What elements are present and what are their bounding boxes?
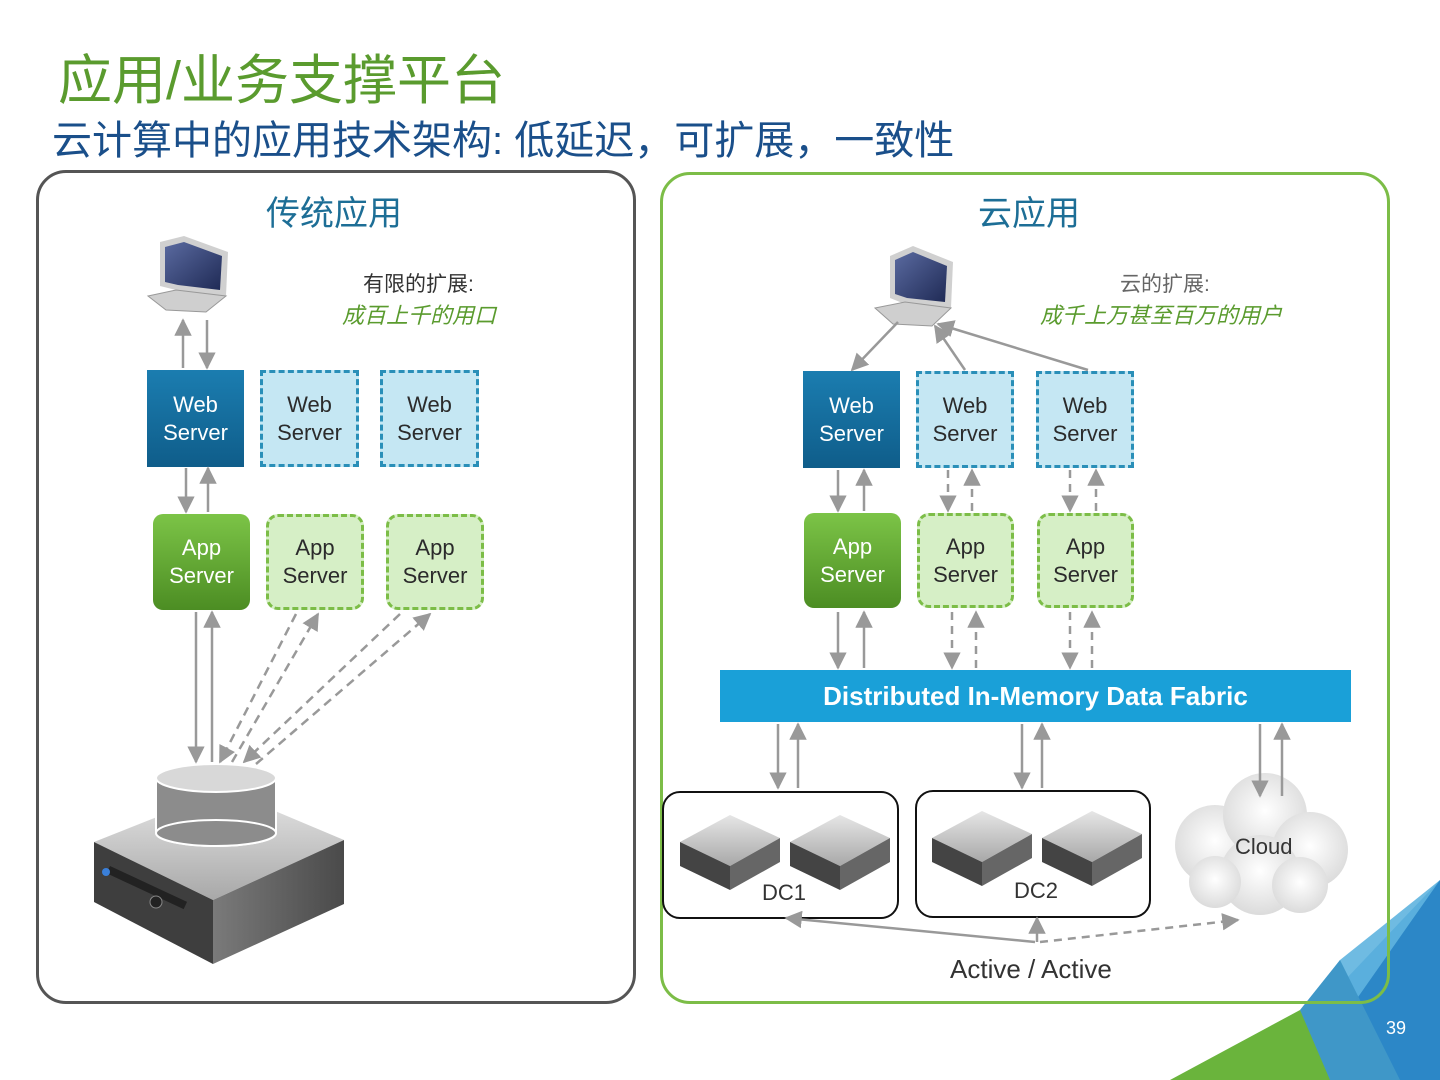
web-server-label: Server	[1052, 420, 1118, 446]
app-server-label: App	[832, 533, 873, 559]
database-server-icon	[94, 763, 344, 964]
laptop-icon	[873, 246, 953, 327]
app-server-box: App Server	[266, 514, 364, 610]
page-title: 应用/业务支撑平台	[58, 51, 506, 111]
app-server-label: Server	[933, 561, 998, 587]
cloud-label: Cloud	[1235, 834, 1293, 859]
app-server-label: Server	[1053, 561, 1118, 587]
web-server-box: Web Server	[916, 371, 1014, 468]
page-number: 39	[1386, 1018, 1407, 1038]
app-server-box: App Server	[386, 514, 484, 610]
rack-server-icon	[680, 815, 780, 890]
web-server-box: Web Server	[380, 370, 479, 467]
web-server-label: Web	[942, 392, 988, 418]
web-server-box: Web Server	[803, 371, 900, 468]
laptop-icon	[146, 236, 228, 313]
app-server-label: App	[1065, 533, 1106, 559]
web-server-label: Web	[407, 391, 452, 417]
cloud-icon	[1175, 773, 1348, 915]
app-server-box: App Server	[1037, 513, 1134, 608]
app-server-label: Server	[402, 563, 468, 588]
app-server-label: App	[181, 535, 222, 560]
app-server-label: App	[945, 533, 986, 559]
cloud-scale-note: 云的扩展:	[1120, 273, 1210, 296]
web-server-label: Web	[1062, 392, 1108, 418]
cloud-app-title: 云应用	[978, 195, 1080, 233]
app-server-label: App	[415, 535, 455, 560]
cloud-scale-users: 成千上万甚至百万的用户	[1040, 303, 1283, 328]
web-server-box: Web Server	[147, 370, 244, 467]
data-fabric-bar: Distributed In-Memory Data Fabric	[720, 670, 1351, 722]
active-active-label: Active / Active	[950, 954, 1112, 984]
app-server-label: Server	[820, 561, 885, 587]
rack-server-icon	[1042, 811, 1142, 886]
dc2-label: DC2	[1014, 878, 1059, 903]
traditional-scale-note: 有限的扩展:	[363, 273, 474, 296]
dc1-label: DC1	[762, 880, 807, 905]
web-server-label: Server	[163, 419, 228, 445]
rack-server-icon	[790, 815, 890, 890]
web-server-box: Web Server	[1036, 371, 1134, 468]
rack-server-icon	[932, 811, 1032, 886]
web-server-box: Web Server	[260, 370, 359, 467]
app-server-box: App Server	[917, 513, 1014, 608]
traditional-scale-users: 成百上千的用口	[342, 303, 497, 328]
traditional-app-panel	[36, 170, 636, 1004]
web-server-label: Server	[277, 419, 342, 445]
web-server-label: Web	[829, 392, 874, 418]
web-server-label: Server	[932, 420, 998, 446]
app-server-label: App	[295, 535, 335, 560]
dc1-box	[662, 791, 899, 919]
web-server-label: Web	[287, 391, 332, 417]
web-server-label: Server	[397, 419, 462, 445]
app-server-box: App Server	[153, 514, 250, 610]
traditional-app-title: 传统应用	[266, 195, 402, 233]
web-server-label: Server	[819, 420, 884, 446]
cloud-app-panel	[660, 172, 1390, 1004]
app-server-label: Server	[282, 563, 348, 588]
app-server-box: App Server	[804, 513, 901, 608]
app-server-label: Server	[169, 563, 234, 588]
web-server-label: Web	[173, 391, 218, 417]
page-subtitle: 云计算中的应用技术架构: 低延迟，可扩展，一致性	[52, 119, 955, 163]
